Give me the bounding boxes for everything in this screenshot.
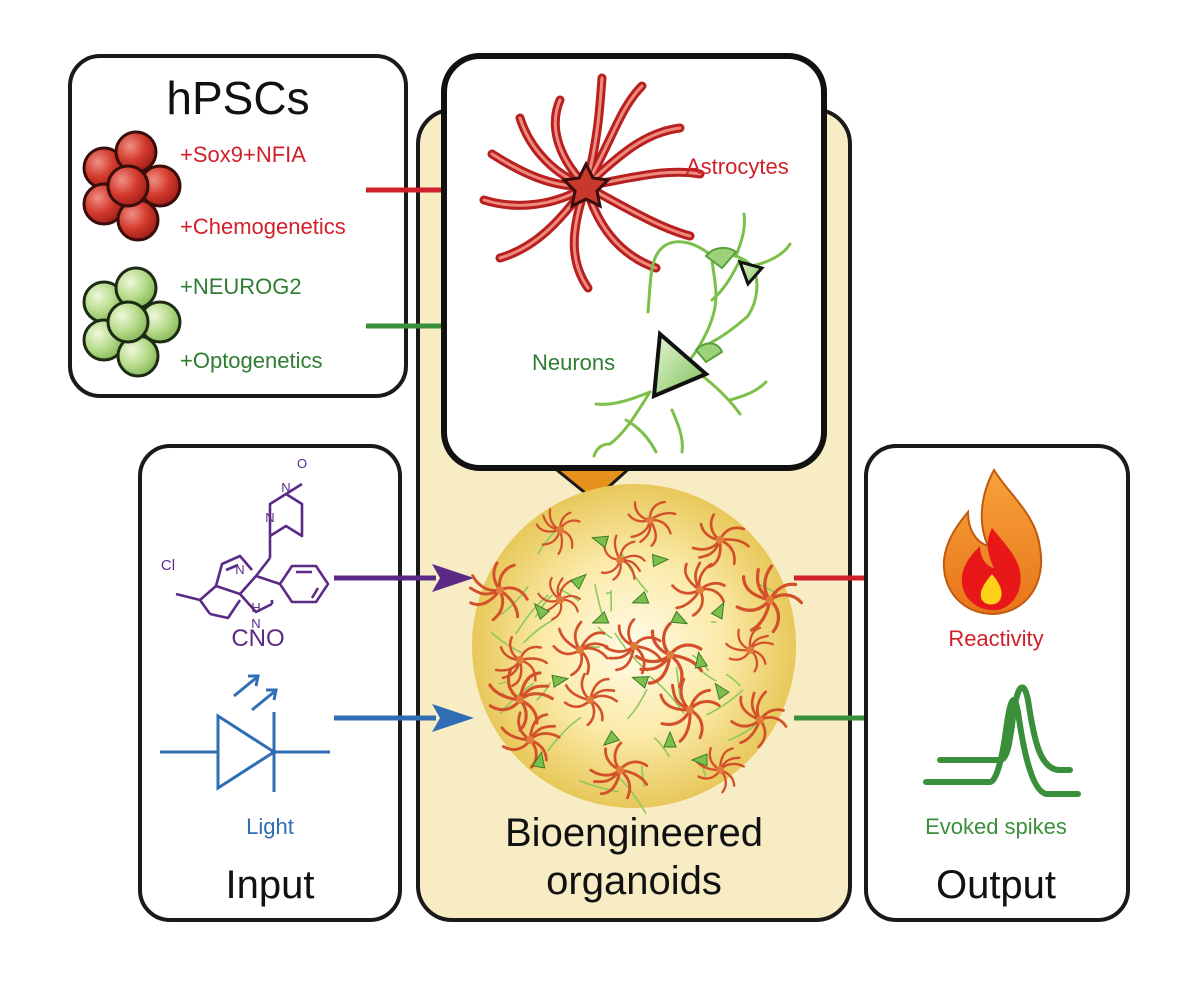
reactivity-label: Reactivity <box>948 626 1043 651</box>
spikes-label: Evoked spikes <box>925 814 1067 839</box>
organoid-astrocyte-body <box>556 526 564 534</box>
organoid-astrocyte-body <box>516 696 524 704</box>
organoid-neuron <box>551 674 570 688</box>
input-title: Input <box>226 863 315 907</box>
organoid-astrocyte-body <box>496 586 504 594</box>
cno-molecule-icon <box>175 482 330 620</box>
organoid-astrocyte-body <box>516 656 524 664</box>
organoid-astrocyte-body <box>526 736 534 744</box>
organoid-astrocyte-body <box>556 596 564 604</box>
atom-o: O <box>297 456 307 471</box>
neuron-tool-text: +Optogenetics <box>180 348 322 373</box>
organoid-astrocyte-body <box>586 696 594 704</box>
led-diode-icon <box>160 674 330 792</box>
organoid-neurite <box>536 682 552 701</box>
cells-panel: Astrocytes Neurons <box>441 53 827 502</box>
organoid-neuron <box>602 730 621 747</box>
organoid-neurite <box>498 680 507 685</box>
organoid-astrocyte-body <box>646 516 654 524</box>
astro-factor-text: +Sox9+NFIA <box>180 142 306 167</box>
output-panel: Reactivity Evoked spikes Output <box>864 444 1130 922</box>
organoid-neuron <box>670 610 689 625</box>
organoid-title-line2: organoids <box>546 859 722 903</box>
organoid-neurite <box>578 779 619 793</box>
organoid-neurite <box>626 688 648 720</box>
organoid-astrocyte-body <box>666 651 674 659</box>
organoid-neurite <box>514 594 549 635</box>
atom-n-azepine: N <box>235 562 244 577</box>
organoid-astrocyte-body <box>746 646 754 654</box>
hpsc-title: hPSCs <box>166 72 309 124</box>
organoid-neuron <box>690 753 708 767</box>
organoid-neurite <box>758 583 779 597</box>
organoid-neurite <box>706 689 744 716</box>
organoid-neuron <box>694 650 709 669</box>
astrocyte-icon <box>479 73 705 293</box>
organoid-neuron <box>710 601 725 620</box>
hpsc-panel: hPSCs +Sox9+NFIA +Chemogenetics +NEUROG2… <box>68 54 408 398</box>
organoid-neuron <box>663 730 677 748</box>
organoid-neurite <box>605 591 611 595</box>
organoid-neurite <box>534 594 554 618</box>
organoid-neurite <box>490 631 523 654</box>
astrocytes-label: Astrocytes <box>686 154 789 179</box>
organoid-neurite <box>557 587 580 602</box>
atom-n-top: N <box>281 480 290 495</box>
organoid-neuron <box>591 610 610 624</box>
organoid-astrocyte-body <box>616 766 624 774</box>
input-panel: N O N N N H Cl CNO Light Input <box>138 444 402 922</box>
organoid-astrocyte-body <box>686 706 694 714</box>
organoid-astrocyte-body <box>716 766 724 774</box>
organoid-astrocyte-body <box>696 586 704 594</box>
organoid-neurite <box>546 716 582 752</box>
light-label: Light <box>246 814 294 839</box>
green-cell-cluster-icon <box>82 266 182 378</box>
purple-arrow-to-organoid <box>334 564 474 592</box>
organoid-astrocyte-body <box>576 646 584 654</box>
organoid-neuron <box>714 682 730 701</box>
organoid-neuron <box>569 573 587 591</box>
organoid-neurite <box>653 737 670 758</box>
organoid-neurite <box>594 583 604 616</box>
cno-label: CNO <box>231 625 284 652</box>
organoid-neuron <box>591 535 610 549</box>
organoid-astrocyte-body <box>716 536 724 544</box>
neuron-factor-text: +NEUROG2 <box>180 274 302 299</box>
organoid-astrocyte-body <box>616 556 624 564</box>
organoid-neuron <box>531 750 546 769</box>
organoid-neuron <box>652 553 670 568</box>
organoid-sphere-icon <box>468 484 812 815</box>
organoid-neurite <box>500 585 530 616</box>
organoid-neuron <box>533 603 551 621</box>
atom-n-nh: N <box>251 616 260 631</box>
flame-icon <box>942 467 1043 616</box>
organoid-astrocyte-body <box>630 642 638 650</box>
output-title: Output <box>936 863 1056 907</box>
organoid-neurite <box>616 775 647 815</box>
astro-tool-text: +Chemogenetics <box>180 214 346 239</box>
organoid-neurite <box>725 673 742 687</box>
red-cell-cluster-icon <box>82 130 182 242</box>
neuron-icon <box>592 212 792 458</box>
organoid-title-line1: Bioengineered <box>505 811 763 855</box>
atom-h: H <box>251 600 260 615</box>
organoid-neuron <box>631 591 650 604</box>
organoid-astrocyte-body <box>766 596 774 604</box>
organoid-neuron <box>631 676 650 689</box>
atom-n-ring: N <box>265 510 274 525</box>
atom-cl: Cl <box>161 557 175 574</box>
organoid-astrocyte-body <box>756 716 764 724</box>
organoid-neurite <box>523 620 552 644</box>
spike-trace-icon <box>923 684 1081 797</box>
neurons-label: Neurons <box>532 350 615 375</box>
blue-arrow-to-organoid <box>334 704 474 732</box>
